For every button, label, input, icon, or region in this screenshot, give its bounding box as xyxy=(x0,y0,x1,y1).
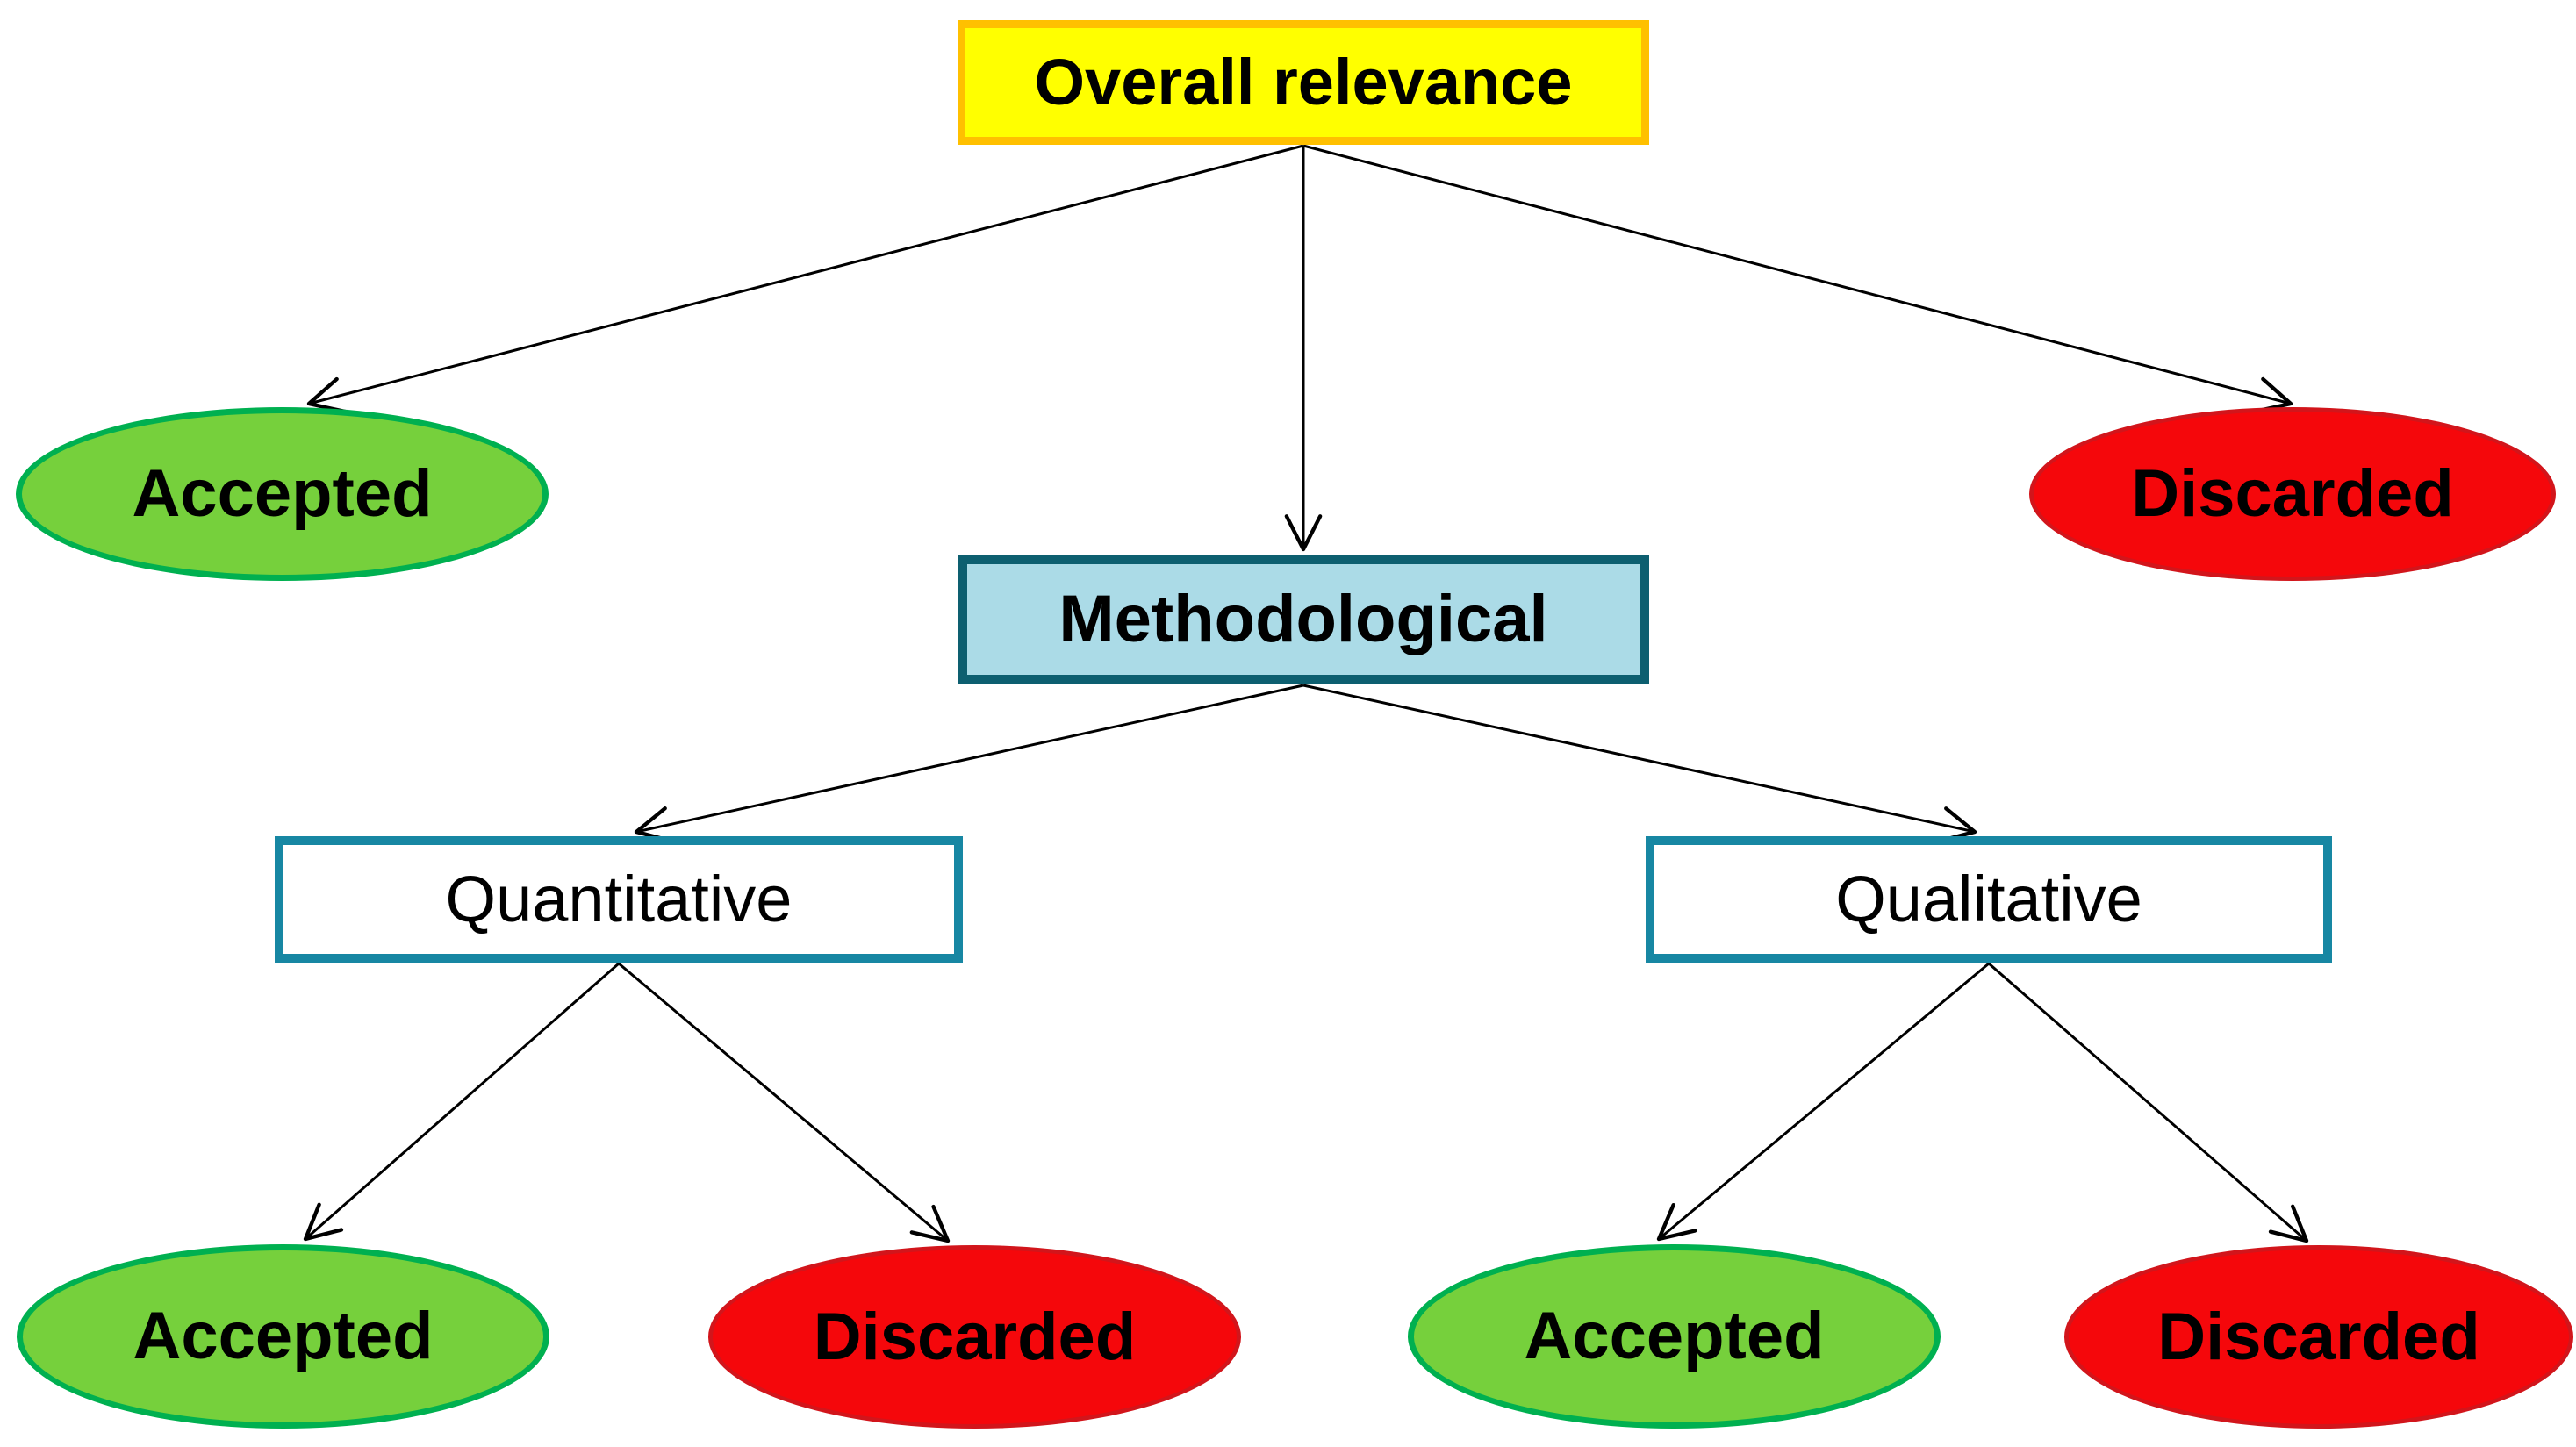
edge-qualitative-to-accepted xyxy=(1656,962,1990,1242)
edge-methodological-to-quantitative xyxy=(634,684,1304,843)
edge-methodological-to-qualitative xyxy=(1302,684,1977,843)
node-qualitative: Qualitative xyxy=(1646,836,2332,963)
node-quantitative-label: Quantitative xyxy=(445,863,793,935)
node-discarded-qualitative-label: Discarded xyxy=(2157,1299,2480,1374)
node-accepted-overall-label: Accepted xyxy=(132,456,433,531)
node-accepted-qualitative: Accepted xyxy=(1408,1244,1941,1429)
node-qualitative-label: Qualitative xyxy=(1835,863,2142,935)
edge-overall-to-accepted-top xyxy=(306,144,1304,414)
node-discarded-overall: Discarded xyxy=(2029,407,2556,581)
edge-overall-to-discarded-top xyxy=(1302,144,2293,414)
edge-qualitative-to-discarded xyxy=(1988,962,2309,1243)
edge-quantitative-to-discarded xyxy=(618,962,951,1243)
node-accepted-quantitative-label: Accepted xyxy=(133,1299,434,1373)
node-quantitative: Quantitative xyxy=(275,836,963,963)
node-discarded-overall-label: Discarded xyxy=(2131,456,2454,531)
node-methodological: Methodological xyxy=(958,555,1649,684)
node-methodological-label: Methodological xyxy=(1058,582,1548,656)
node-discarded-quantitative-label: Discarded xyxy=(813,1299,1137,1374)
node-discarded-quantitative: Discarded xyxy=(708,1245,1241,1429)
node-discarded-qualitative: Discarded xyxy=(2064,1245,2573,1429)
node-accepted-overall: Accepted xyxy=(16,407,549,581)
node-overall-relevance-label: Overall relevance xyxy=(1034,46,1573,118)
node-accepted-qualitative-label: Accepted xyxy=(1524,1299,1825,1373)
node-accepted-quantitative: Accepted xyxy=(17,1244,549,1429)
node-overall-relevance: Overall relevance xyxy=(958,20,1649,145)
edge-quantitative-to-accepted xyxy=(303,962,620,1242)
